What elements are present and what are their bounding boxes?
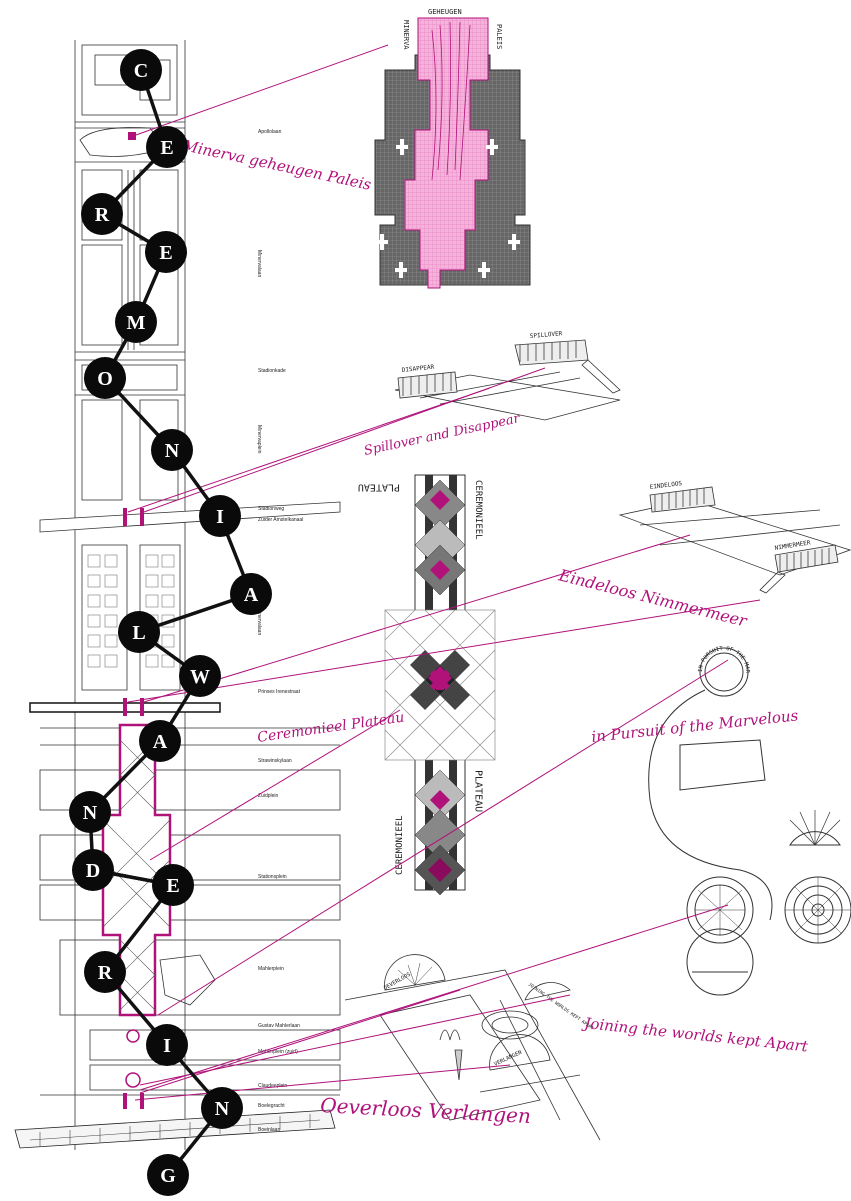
letter-node-label: A (244, 584, 259, 606)
paleis-label: PALEIS (495, 24, 503, 49)
letter-node (84, 357, 126, 399)
street-label: Prinses Irenestraat (258, 689, 301, 695)
letter-node-label: O (97, 368, 113, 390)
letter-node (201, 1087, 243, 1129)
letter-node-label: G (160, 1165, 176, 1187)
annotation-oeverloos: Oeverloos Verlangen (320, 1093, 532, 1128)
street-label: Mahlerplein (zuid) (258, 1049, 298, 1055)
letter-node (145, 231, 187, 273)
spillover-sketch: SPILLOVER DISAPPEAR (394, 330, 621, 421)
annotation-minerva: Minerva geheugen Paleis (180, 136, 373, 194)
disappear-cap: DISAPPEAR (401, 364, 434, 374)
street-label: Zuidplein (258, 793, 279, 799)
eindeloos-sketch: EINDELOOS NIMMERMEER (618, 480, 851, 594)
street-label: Zuider Amstelkanaal (258, 517, 303, 523)
annotation-eindeloos: Eindeloos Nimmermeer (556, 565, 750, 631)
letter-node (151, 429, 193, 471)
letter-node (69, 791, 111, 833)
letter-node (199, 495, 241, 537)
letter-node (152, 864, 194, 906)
letter-node-label: I (163, 1035, 171, 1057)
street-labels: Apollolaan Minervalaan Stadionkade Miner… (256, 129, 303, 1133)
letter-node (146, 126, 188, 168)
letter-node (147, 1154, 189, 1196)
street-label: Boeinlaan (258, 1127, 280, 1133)
letter-node (120, 49, 162, 91)
connection-lines (127, 44, 761, 1101)
letter-node (81, 193, 123, 235)
letter-node-label: A (153, 731, 168, 753)
letter-node (179, 655, 221, 697)
letter-node-label: R (95, 204, 110, 226)
letter-node-label: L (132, 622, 145, 644)
plateau-top-label: PLATEAU (358, 482, 400, 493)
ceremonieel-bottom-label: CEREMONIEEL (395, 815, 405, 875)
street-label: Minervalaan (256, 250, 262, 277)
spillover-cap: SPILLOVER (530, 330, 563, 340)
street-label: Claudeeplein (258, 1083, 287, 1089)
annotation-pursuit: in Pursuit of the Marvelous (591, 706, 800, 746)
letter-node-label: E (160, 137, 173, 159)
letter-node-label: E (166, 875, 179, 897)
letter-chain: C E R E M O N I A L W A N D E R I N G (69, 49, 272, 1196)
letter-node-label: E (159, 242, 172, 264)
pursuit-ring-label: IN PURSUIT OF THE MARVELOUS (0, 0, 750, 674)
geheugen-label: GEHEUGEN (428, 8, 462, 16)
oeverloos-cap: OEVERLOOS (383, 972, 412, 992)
letter-node (230, 573, 272, 615)
eindeloos-cap: EINDELOOS (649, 480, 683, 491)
letter-node (139, 720, 181, 762)
letter-node-label: N (83, 802, 98, 824)
minerva-label: MINERVA (402, 20, 410, 50)
letter-node-label: N (165, 440, 180, 462)
street-label: Apollolaan (258, 129, 282, 135)
plateau-bottom-label: PLATEAU (473, 770, 484, 812)
letter-node-label: W (190, 666, 210, 688)
annotation-joining: Joining the worlds kept Apart (581, 1014, 810, 1056)
ceremonieel-top-label: CEREMONIEEL (473, 480, 483, 540)
street-label: Minervalaan (256, 608, 262, 635)
street-label: Mahlerplein (258, 966, 284, 972)
minerva-palace-plan: MINERVA GEHEUGEN PALEIS (374, 8, 531, 289)
annotation-spillover: Spillover and Disappear (363, 411, 522, 459)
street-label: Gustav Mahlerlaan (258, 1023, 300, 1029)
annotation-ceremonieel: Ceremonieel Plateau (256, 709, 405, 745)
letter-node-label: D (86, 860, 100, 882)
letter-node (72, 849, 114, 891)
letter-node (115, 301, 157, 343)
letter-node (84, 951, 126, 993)
letter-node (118, 611, 160, 653)
street-label: Stationsplein (258, 874, 287, 880)
street-label: Strawinskylaan (258, 758, 292, 764)
ceremonieel-plateau-plan: PLATEAU CEREMONIEEL CEREMONIEEL PLATEAU (358, 474, 496, 896)
urban-plan (14, 40, 341, 1150)
letter-node-label: N (215, 1098, 230, 1120)
letter-node (146, 1024, 188, 1066)
street-label: Stadionweg (258, 506, 284, 512)
letter-node-label: R (98, 962, 113, 984)
letter-node-label: M (127, 312, 146, 334)
street-label: Boelegracht (258, 1103, 285, 1109)
letter-node-label: I (216, 506, 224, 528)
street-label: Minervaplein (256, 425, 262, 454)
letter-node-label: C (134, 60, 148, 82)
street-label: Stadionkade (258, 368, 286, 374)
